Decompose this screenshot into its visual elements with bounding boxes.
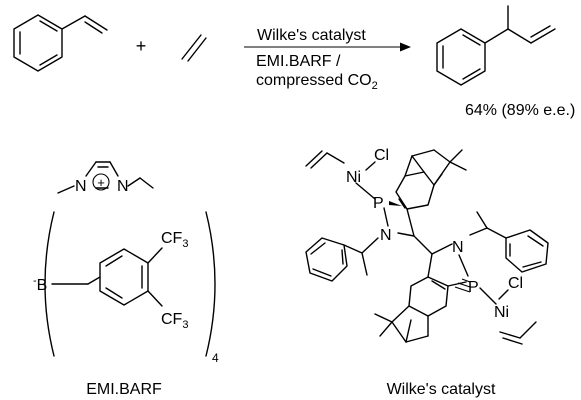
wilke-ni-bottom: Ni xyxy=(494,304,509,321)
wilke-ni-top: Ni xyxy=(346,169,361,186)
emi-n1: N xyxy=(75,178,87,195)
styrene-structure xyxy=(13,14,108,72)
wilke-cl-top: Cl xyxy=(374,147,389,164)
wilke-n-right: N xyxy=(452,239,464,256)
wilke-p-top: P xyxy=(373,195,384,212)
wilke-catalyst-label: Wilke's catalyst xyxy=(387,381,496,398)
emi-cation-structure xyxy=(57,161,154,194)
barf-anion-structure xyxy=(44,211,216,357)
wilke-catalyst-structure xyxy=(305,149,549,345)
plus-sign: + xyxy=(136,36,147,56)
ethylene-structure xyxy=(181,34,207,62)
product-structure xyxy=(436,5,556,86)
barf-cf3-top: CF3 xyxy=(161,230,188,250)
product-yield: 64% (89% e.e.) xyxy=(465,102,575,119)
wilke-p-bottom: P xyxy=(468,279,479,296)
conditions-catalyst: Wilke's catalyst xyxy=(257,27,366,44)
barf-cf3-bottom: CF3 xyxy=(161,311,188,331)
wilke-n-left: N xyxy=(380,227,392,244)
barf-boron: -B xyxy=(33,275,47,294)
emi-charge: + xyxy=(97,175,105,190)
wilke-cl-bottom: Cl xyxy=(508,275,523,292)
conditions-solvent: EMI.BARF / xyxy=(256,53,341,70)
emi-n2: N xyxy=(117,178,129,195)
conditions-co2: compressed CO2 xyxy=(256,72,378,92)
emi-barf-label: EMI.BARF xyxy=(86,381,162,398)
barf-count: 4 xyxy=(212,351,219,365)
reaction-arrow xyxy=(244,42,411,52)
